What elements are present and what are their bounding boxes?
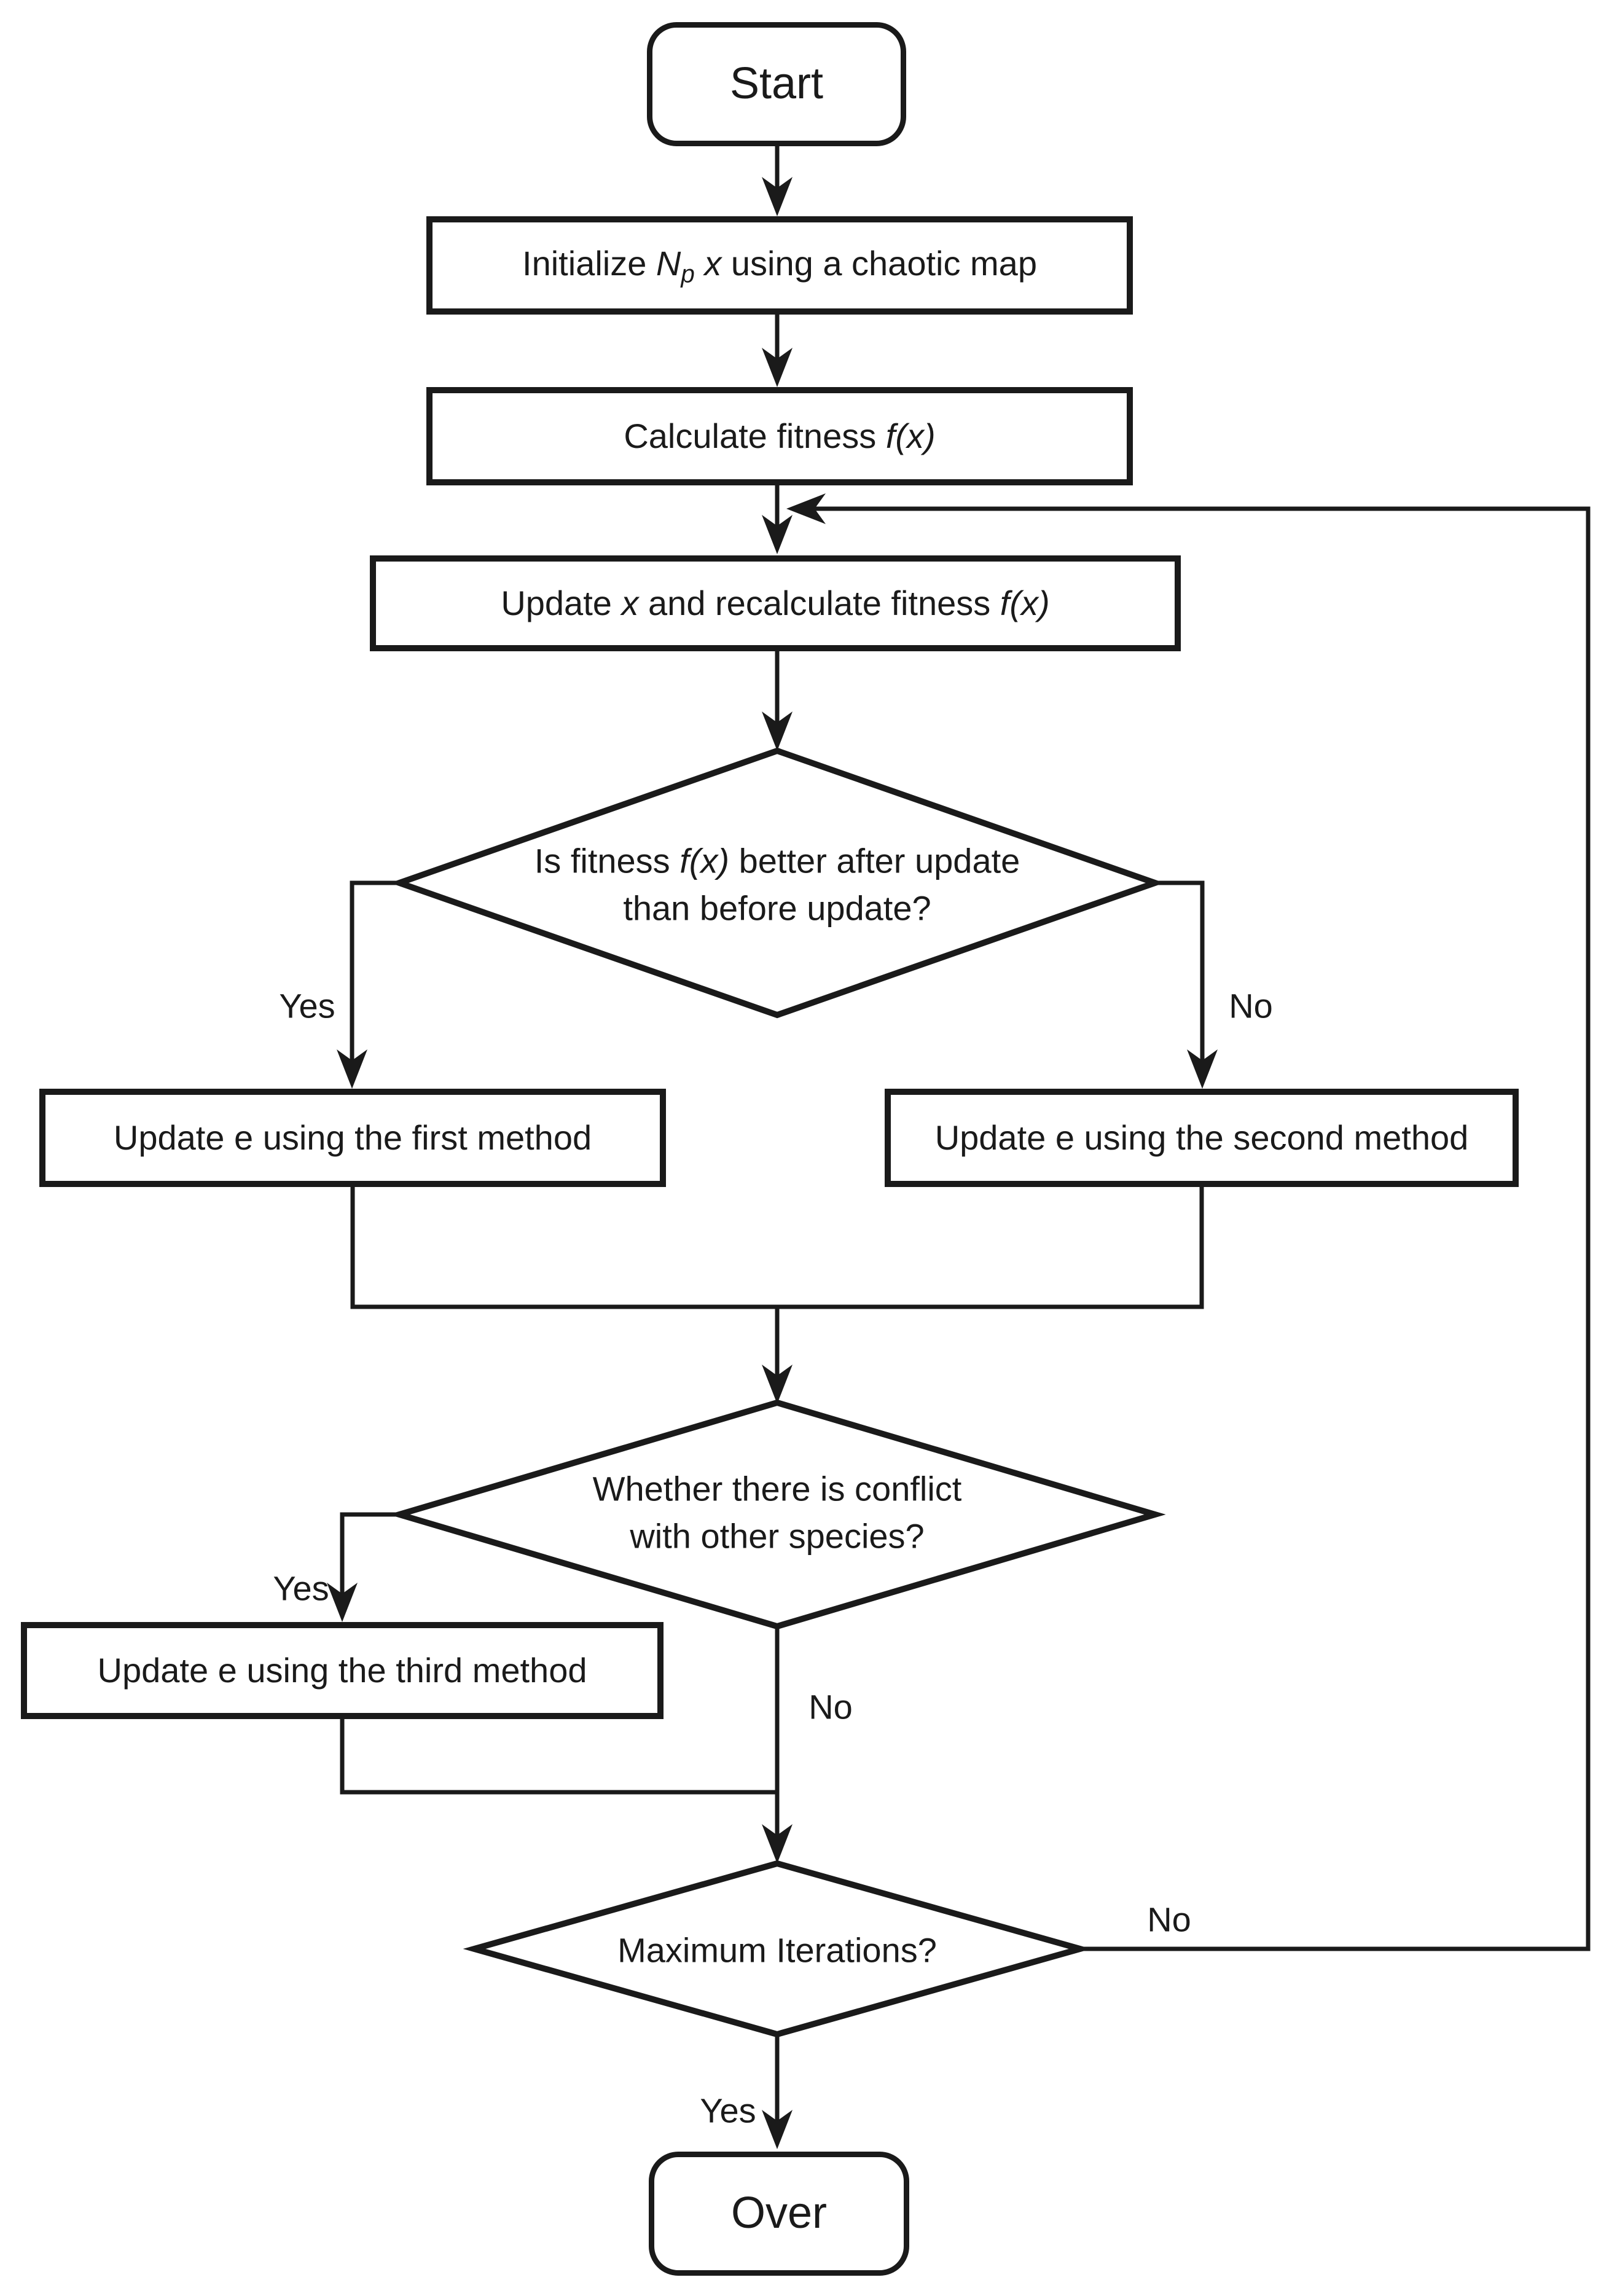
- arrowhead: [762, 515, 793, 554]
- decision1-no-label: No: [1229, 986, 1273, 1025]
- update-recalculate-label: Update x and recalculate fitness f(x): [501, 583, 1050, 622]
- arrowhead: [327, 1583, 358, 1622]
- over-node: Over: [649, 2152, 909, 2276]
- start-label: Start: [729, 59, 824, 109]
- arrowhead: [762, 1824, 793, 1863]
- arrowhead: [762, 1365, 793, 1404]
- edge-decision3-no-loop: [796, 506, 1591, 1951]
- arrowhead: [762, 711, 793, 751]
- edge-decision2-yes: [340, 1512, 399, 1615]
- edge-method3-merge: [340, 1719, 777, 1795]
- initialize-label: Initialize Np x using a chaotic map: [522, 243, 1037, 288]
- decision3-no-label: No: [1147, 1900, 1191, 1939]
- decision3-text: Maximum Iterations?: [617, 1930, 937, 1970]
- over-label: Over: [730, 2188, 828, 2238]
- arrowhead: [762, 177, 793, 216]
- edge-merge-methods: [350, 1187, 1204, 1309]
- decision2-text: Whether there is conflict with other spe…: [592, 1469, 962, 1556]
- edge-decision1-no: [1155, 880, 1205, 1081]
- decision2-yes-label: Yes: [273, 1569, 329, 1608]
- first-method-label: Update e using the first method: [113, 1118, 592, 1157]
- start-node: Start: [647, 22, 906, 146]
- decision1-shape: [390, 747, 1165, 1019]
- arrowhead: [1187, 1049, 1218, 1089]
- initialize-node: Initialize Np x using a chaotic map: [426, 216, 1133, 315]
- decision2-shape: [388, 1399, 1166, 1630]
- decision1-text: Is fitness f(x) better after update than…: [534, 841, 1020, 928]
- third-method-label: Update e using the third method: [97, 1650, 587, 1690]
- update-recalculate-node: Update x and recalculate fitness f(x): [370, 555, 1181, 651]
- third-method-node: Update e using the third method: [21, 1622, 664, 1719]
- arrowhead: [762, 348, 793, 387]
- arrowhead: [337, 1049, 367, 1089]
- calculate-fitness-label: Calculate fitness f(x): [624, 416, 936, 455]
- decision1-yes-label: Yes: [279, 986, 335, 1025]
- decision3-yes-label: Yes: [700, 2091, 756, 2130]
- second-method-node: Update e using the second method: [885, 1089, 1519, 1187]
- first-method-node: Update e using the first method: [39, 1089, 666, 1187]
- arrowhead: [786, 493, 826, 524]
- calculate-fitness-node: Calculate fitness f(x): [426, 387, 1133, 485]
- second-method-label: Update e using the second method: [934, 1118, 1469, 1157]
- decision3-shape: [463, 1860, 1092, 2038]
- arrowhead: [762, 2110, 793, 2149]
- decision2-no-label: No: [808, 1687, 853, 1726]
- edge-decision1-yes: [350, 880, 399, 1081]
